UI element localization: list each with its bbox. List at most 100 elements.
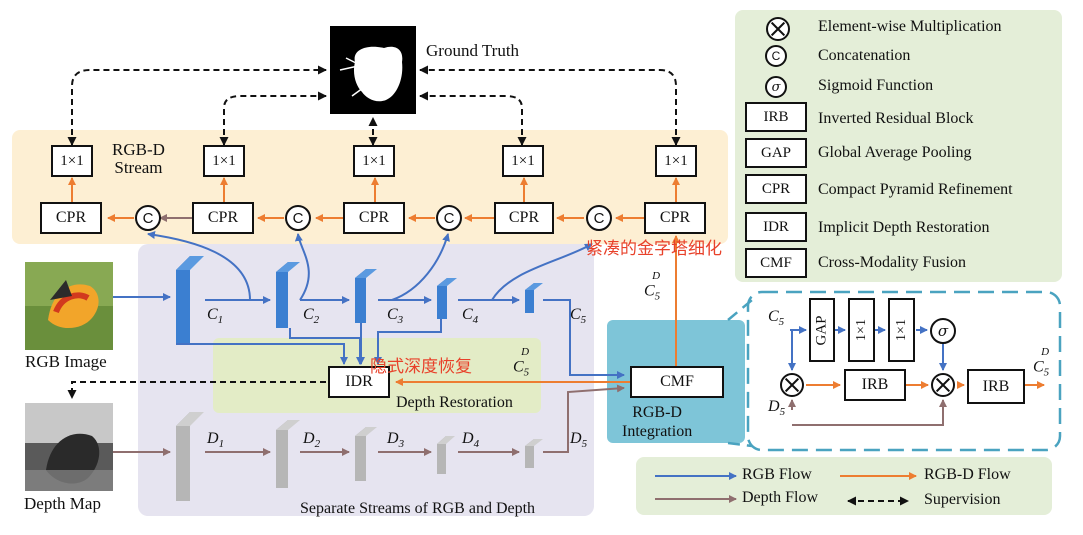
irb-box-1: IRB (844, 369, 906, 401)
multiply-icon (931, 373, 955, 397)
depth-feature-d4 (437, 444, 446, 474)
conv1x1-box-3: 1×1 (353, 145, 395, 177)
feature-label-c3: C3 (387, 306, 404, 327)
conv-label: 1×1 (511, 152, 535, 169)
cpr-box-2: CPR (192, 202, 254, 234)
concat-icon: C (285, 205, 311, 231)
legend-text-irb: Inverted Residual Block (818, 110, 974, 127)
cpr-box-5: CPR (644, 202, 706, 234)
feature-label-d2: D2 (303, 430, 321, 451)
conv-label: 1×1 (664, 152, 688, 169)
cmf-detail-output-label: C5D (1033, 346, 1050, 379)
depth-feature-d5 (525, 446, 534, 468)
legend-text-rgb-flow: RGB Flow (742, 466, 812, 483)
feature-label-c5: C5 (570, 306, 587, 327)
rgb-image-label: RGB Image (25, 352, 107, 371)
feature-label-c4: C4 (462, 306, 479, 327)
cpr-chinese-annotation: 紧凑的金字塔细化 (586, 239, 722, 259)
legend-cmf-box: CMF (745, 248, 807, 278)
cmf-detail-d5-label: D5 (768, 398, 786, 419)
feature-label-c5d-idr: C5D (513, 346, 530, 379)
feature-label-c5d-top: C5D (644, 270, 661, 303)
idr-label: IDR (345, 373, 373, 390)
rgb-feature-c2 (276, 272, 288, 328)
concat-icon: C (586, 205, 612, 231)
detail-conv1x1-box-1: 1×1 (848, 298, 875, 362)
idr-box: IDR (328, 366, 390, 398)
detail-conv1x1-box-2: 1×1 (888, 298, 915, 362)
rgbd-stream-label: RGB-D Stream (112, 140, 165, 177)
irb-label: IRB (861, 376, 889, 393)
conv-label: 1×1 (60, 152, 84, 169)
ground-truth-label: Ground Truth (426, 41, 520, 60)
gap-label: GAP (813, 314, 830, 346)
gap-box: GAP (809, 298, 835, 362)
legend-concat-icon: C (765, 45, 787, 67)
cpr-label: CPR (55, 209, 87, 226)
legend-sigmoid-icon: σ (765, 76, 787, 98)
legend-idr-box: IDR (745, 212, 807, 242)
feature-label-c2: C2 (303, 306, 320, 327)
legend-text-cmf: Cross-Modality Fusion (818, 254, 967, 271)
cpr-label: CPR (508, 209, 540, 226)
irb-label: IRB (982, 377, 1010, 395)
feature-label-d1: D1 (207, 430, 225, 451)
cpr-box-1: CPR (40, 202, 102, 234)
conv1x1-box-5: 1×1 (655, 145, 697, 177)
depth-restoration-label: Depth Restoration (396, 394, 513, 411)
cpr-label: CPR (659, 209, 691, 226)
conv-label: 1×1 (362, 152, 386, 169)
depth-feature-d3 (355, 436, 366, 481)
conv-label: 1×1 (853, 319, 869, 341)
feature-label-d3: D3 (387, 430, 405, 451)
conv1x1-box-2: 1×1 (203, 145, 245, 177)
legend-text-concatenation: Concatenation (818, 47, 911, 64)
cpr-box-3: CPR (343, 202, 405, 234)
legend-text-depth-flow: Depth Flow (742, 489, 818, 506)
legend-gap-box: GAP (745, 138, 807, 168)
cpr-label: CPR (358, 209, 390, 226)
rgb-feature-c4 (437, 286, 447, 319)
legend-text-cpr: Compact Pyramid Refinement (818, 181, 1013, 198)
legend-flows-panel (636, 457, 1052, 515)
legend-text-multiplication: Element-wise Multiplication (818, 18, 1002, 35)
rgb-feature-c5 (525, 290, 534, 313)
integration-label: RGB-D Integration (622, 404, 693, 440)
concat-icon: C (436, 205, 462, 231)
multiply-icon (780, 373, 804, 397)
idr-chinese-annotation: 隐式深度恢复 (370, 357, 472, 377)
legend-cpr-box: CPR (745, 174, 807, 204)
legend-multiply-icon (766, 17, 790, 41)
conv1x1-box-4: 1×1 (502, 145, 544, 177)
sigmoid-icon: σ (930, 318, 956, 344)
conv-label: 1×1 (212, 152, 236, 169)
conv-label: 1×1 (893, 319, 909, 341)
legend-text-sigmoid: Sigmoid Function (818, 77, 934, 94)
feature-label-c1: C1 (207, 306, 224, 327)
rgb-feature-c1 (176, 270, 190, 344)
cmf-detail-c5-label: C5 (768, 308, 785, 329)
conv1x1-box-1: 1×1 (51, 145, 93, 177)
cpr-box-4: CPR (494, 202, 554, 234)
concat-icon: C (135, 205, 161, 231)
legend-irb-box: IRB (745, 102, 807, 132)
legend-symbols-panel (735, 10, 1062, 282)
cpr-label: CPR (207, 209, 239, 226)
irb-box-2: IRB (967, 369, 1025, 404)
separate-streams-label: Separate Streams of RGB and Depth (300, 500, 536, 517)
legend-text-idr: Implicit Depth Restoration (818, 219, 990, 236)
depth-feature-d2 (276, 430, 288, 488)
depth-feature-d1 (176, 426, 190, 501)
legend-text-supervision: Supervision (924, 491, 1001, 508)
feature-label-d4: D4 (462, 430, 480, 451)
cmf-zoom-line-top (727, 299, 753, 321)
legend-text-rgbd-flow: RGB-D Flow (924, 466, 1011, 483)
depth-map-label: Depth Map (24, 494, 101, 513)
cmf-label: CMF (660, 373, 694, 390)
cmf-box: CMF (630, 366, 724, 398)
rgb-feature-c3 (355, 278, 366, 323)
feature-label-d5: D5 (570, 430, 588, 451)
legend-text-gap: Global Average Pooling (818, 144, 972, 161)
cmf-zoom-line-bottom (727, 441, 753, 448)
